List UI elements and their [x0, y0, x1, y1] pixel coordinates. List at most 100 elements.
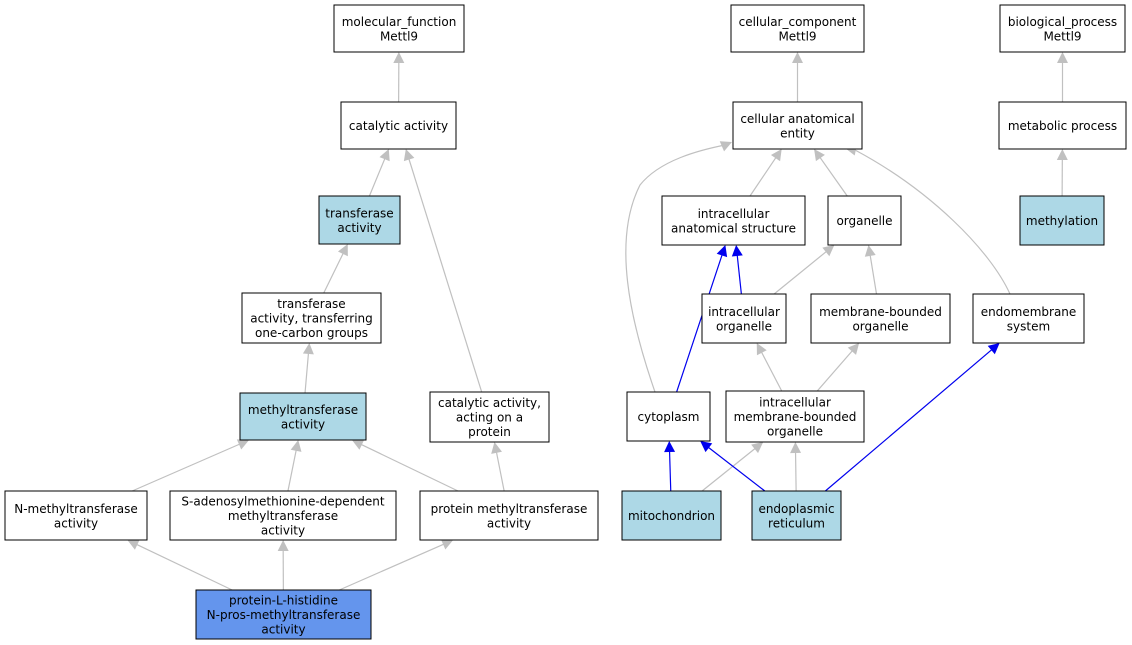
- edge-line: [749, 156, 777, 197]
- node-label-line: activity: [261, 524, 305, 538]
- node-label-line: activity: [281, 417, 325, 431]
- edge-arrowhead: [664, 441, 676, 453]
- edge-io-to-org: [773, 245, 835, 295]
- node-box: [4, 490, 148, 541]
- node-cyt[interactable]: cytoplasm: [626, 391, 711, 442]
- edge-line: [854, 149, 1011, 295]
- node-org[interactable]: organelle: [827, 195, 902, 246]
- node-box: [701, 293, 787, 344]
- node-mp[interactable]: metabolic process: [998, 101, 1127, 150]
- node-box: [999, 4, 1126, 53]
- node-label-line: reticulum: [768, 516, 825, 530]
- edge-arrowhead: [770, 149, 782, 162]
- node-sam[interactable]: S-adenosylmethionine-dependentmethyltran…: [169, 490, 397, 541]
- node-label-line: activity, transferring: [250, 312, 373, 326]
- node-label-line: catalytic activity: [349, 119, 448, 133]
- edge-arrowhead: [290, 440, 302, 452]
- edge-arrowhead: [822, 245, 835, 257]
- node-plh[interactable]: protein-L-histidineN-pros-methyltransfer…: [195, 589, 372, 640]
- node-box: [621, 490, 722, 541]
- edge-pmt-to-mta: [351, 439, 459, 492]
- node-label-line: intracellular: [759, 396, 831, 410]
- edge-plh-to-nmt: [127, 539, 233, 591]
- edge-arrowhead: [1057, 52, 1068, 63]
- node-label-line: endomembrane: [981, 305, 1077, 319]
- node-label-line: organelle: [716, 319, 772, 333]
- edge-sam-to-mta: [287, 440, 302, 492]
- edge-line: [794, 451, 797, 492]
- edge-arrowhead: [700, 441, 713, 453]
- node-ca[interactable]: catalytic activity: [340, 101, 457, 150]
- node-label-line: N-pros-methyltransferase: [207, 608, 361, 622]
- node-label-line: activity: [337, 221, 381, 235]
- node-box: [241, 292, 382, 344]
- edge-tat-to-ta: [323, 244, 348, 294]
- edge-arrowhead: [236, 439, 250, 450]
- node-label-line: cytoplasm: [638, 410, 700, 424]
- node-box: [340, 101, 457, 150]
- node-label-line: methylation: [1026, 214, 1098, 228]
- edge-line: [323, 252, 344, 294]
- edge-mta-to-tat: [302, 343, 314, 394]
- edge-plh-to-pmt: [339, 539, 454, 591]
- edge-er-to-cyt: [700, 441, 766, 492]
- edge-arrowhead: [393, 52, 405, 64]
- edge-mp-to-bp: [1057, 52, 1068, 102]
- edge-line: [707, 446, 766, 492]
- node-label-line: membrane-bounded: [734, 410, 857, 424]
- edge-arrowhead: [277, 540, 289, 552]
- node-mito[interactable]: mitochondrion: [621, 490, 722, 541]
- node-box: [661, 195, 806, 246]
- edge-line: [869, 254, 878, 295]
- edge-arrowhead: [814, 149, 825, 162]
- edge-arrowhead: [731, 245, 743, 257]
- node-box: [998, 101, 1127, 150]
- edge-line: [625, 144, 726, 393]
- edge-pmt-to-caap: [491, 442, 505, 492]
- edge-arrowhead: [751, 442, 764, 454]
- edge-arrowhead: [337, 244, 348, 257]
- node-label-line: protein methyltransferase: [431, 502, 588, 516]
- node-box: [195, 589, 372, 640]
- node-box: [239, 392, 367, 441]
- node-label-line: activity: [487, 516, 531, 530]
- node-label-line: biological_process: [1008, 15, 1117, 29]
- node-label-line: acting on a: [456, 411, 523, 425]
- edge-meth-to-mp: [1056, 149, 1068, 197]
- node-label-line: catalytic activity,: [438, 396, 541, 410]
- edge-ias-to-cae: [749, 149, 782, 197]
- edge-arrowhead: [864, 245, 876, 257]
- edge-line: [773, 250, 827, 295]
- edge-arrowhead: [302, 343, 314, 355]
- node-box: [333, 4, 465, 53]
- node-label-line: organelle: [836, 214, 892, 228]
- edge-arrowhead: [792, 52, 803, 63]
- edge-cyt-to-ias: [676, 245, 728, 393]
- edge-caap-to-ca: [403, 149, 483, 393]
- node-meth[interactable]: methylation: [1019, 195, 1105, 246]
- edge-arrowhead: [403, 149, 415, 162]
- node-label-line: Mettl9: [778, 29, 816, 43]
- node-box: [626, 391, 711, 442]
- edge-line: [287, 449, 297, 492]
- edge-ca-to-mf: [393, 52, 405, 103]
- node-label-line: cellular anatomical: [740, 112, 854, 126]
- edge-mbo-to-org: [864, 245, 878, 295]
